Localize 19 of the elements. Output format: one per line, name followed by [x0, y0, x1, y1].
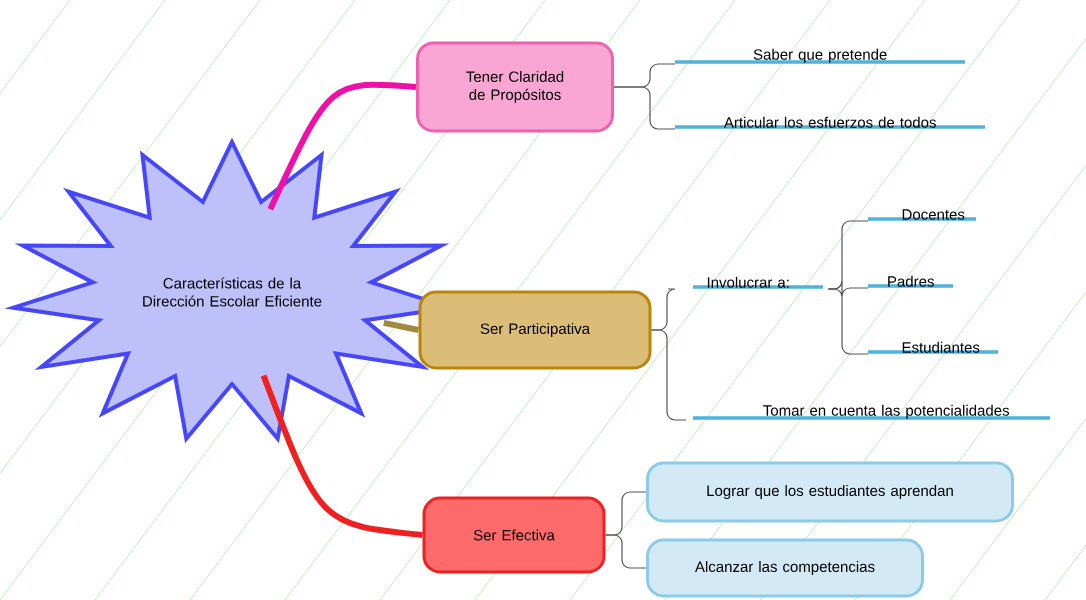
underlined-topic: Padres [868, 275, 953, 288]
underlined-topic: Tomar en cuenta las potencialidades [693, 404, 1050, 420]
connector [604, 534, 647, 569]
underlined-topic: Estudiantes [868, 341, 998, 354]
connector [827, 288, 869, 355]
connector [267, 81, 417, 211]
connector [650, 329, 687, 421]
connector [383, 319, 420, 333]
topic-box: Tener Claridad de Propósitos [416, 41, 614, 133]
subtopic-box: Alcanzar las competencias [646, 538, 924, 598]
connector [613, 86, 676, 130]
underlined-topic: Saber que pretende [675, 48, 965, 64]
underlined-topic: Involucrar a: [693, 276, 823, 289]
topic-box: Ser Participativa [418, 290, 652, 370]
topic-box: Ser Efectiva [422, 496, 606, 574]
underlined-topic: Docentes [868, 209, 976, 221]
subtopic-box: Lograr que los estudiantes aprendan [646, 461, 1014, 523]
underlined-topic: Articular los esfuerzos de todos [675, 116, 985, 129]
connector [260, 374, 423, 538]
